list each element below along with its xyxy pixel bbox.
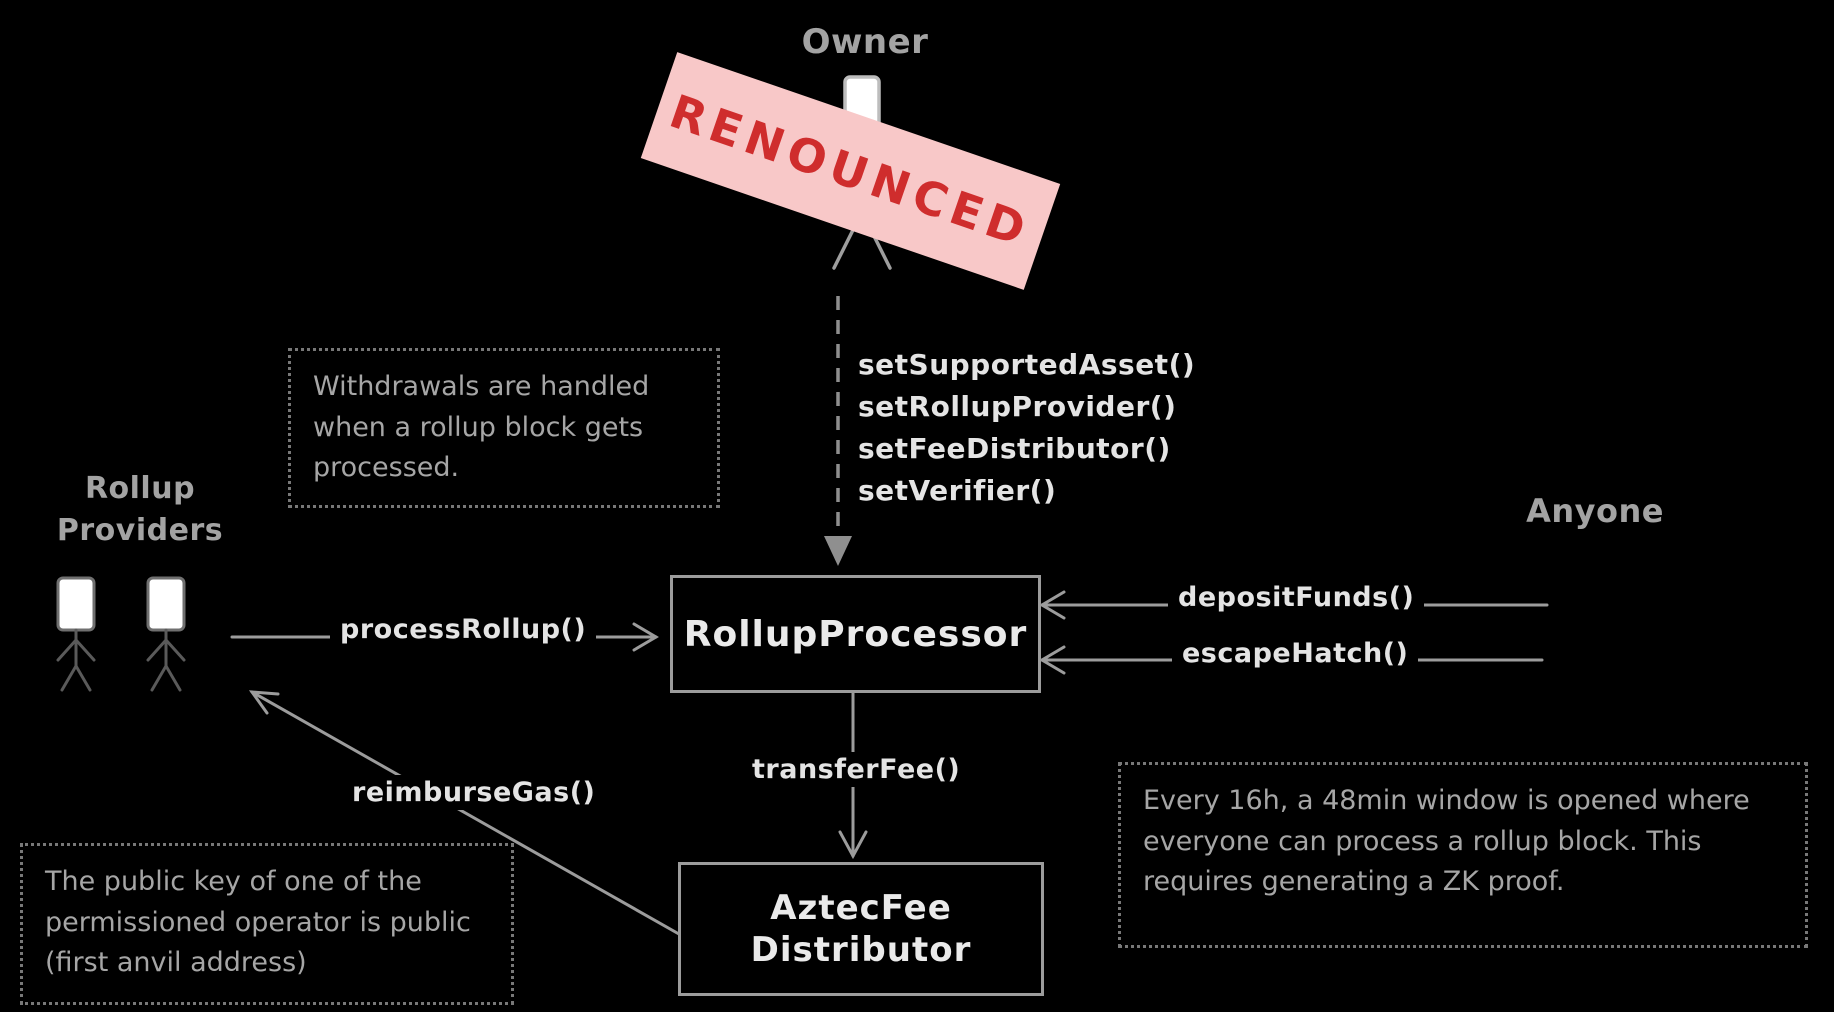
withdrawals-note: Withdrawals are handled when a rollup bl… bbox=[288, 348, 720, 508]
fee-distributor-title-line1: AztecFee bbox=[770, 887, 952, 928]
admin-call-item: setVerifier() bbox=[858, 474, 1057, 507]
owner-label: Owner bbox=[801, 22, 929, 62]
escape-window-note: Every 16h, a 48min window is opened wher… bbox=[1118, 762, 1808, 948]
admin-call-item: setSupportedAsset() bbox=[858, 348, 1196, 381]
rollup-provider-person-icon bbox=[56, 576, 96, 692]
fee-distributor-node: AztecFee Distributor bbox=[678, 862, 1044, 996]
deposit-funds-label: depositFunds() bbox=[1168, 580, 1425, 615]
reimburse-gas-arrow bbox=[248, 690, 688, 940]
rollup-provider-person-icon bbox=[146, 576, 186, 692]
admin-calls-list: setSupportedAsset() setRollupProvider() … bbox=[858, 344, 1195, 512]
transfer-fee-label: transferFee() bbox=[742, 752, 971, 787]
reimburse-gas-label: reimburseGas() bbox=[342, 775, 606, 810]
admin-calls-arrow bbox=[824, 296, 852, 566]
process-rollup-label: processRollup() bbox=[330, 612, 597, 647]
fee-distributor-title-line2: Distributor bbox=[750, 930, 972, 970]
anyone-label: Anyone bbox=[1526, 492, 1664, 530]
rollup-processor-node: RollupProcessor bbox=[670, 575, 1041, 693]
public-key-note: The public key of one of the permissione… bbox=[20, 843, 514, 1005]
escape-hatch-label: escapeHatch() bbox=[1172, 636, 1419, 671]
rollup-processor-title: RollupProcessor bbox=[683, 613, 1028, 655]
rollup-providers-label: Rollup Providers bbox=[56, 471, 224, 548]
admin-call-item: setRollupProvider() bbox=[858, 390, 1177, 423]
admin-call-item: setFeeDistributor() bbox=[858, 432, 1171, 465]
